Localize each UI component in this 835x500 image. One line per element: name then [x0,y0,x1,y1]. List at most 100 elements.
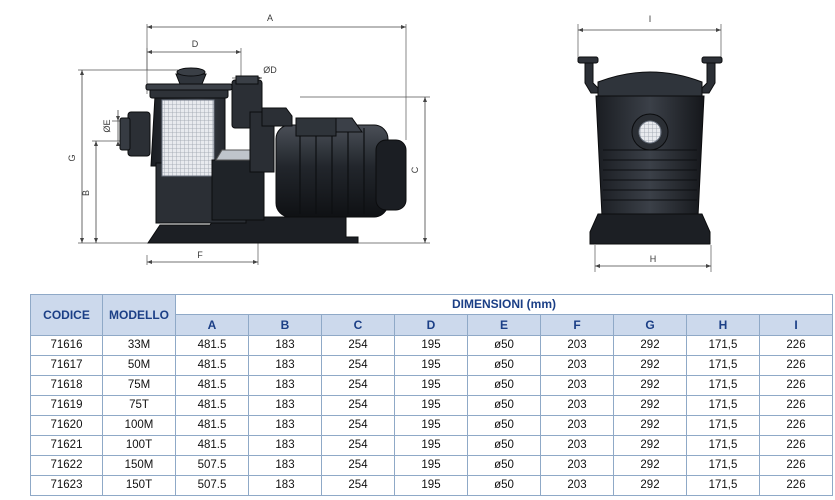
cell-dim-f: 203 [540,355,614,376]
cell-dim-g: 292 [613,475,687,496]
cell-dim-i: 226 [759,415,833,436]
cell-codice: 71618 [30,375,103,396]
cell-modello: 100T [102,435,176,456]
cell-dim-c: 254 [321,435,395,456]
dim-label-h: H [650,254,657,264]
cell-dim-b: 183 [248,335,322,356]
cell-dim-d: 195 [394,375,468,396]
dim-label-g: G [67,154,77,161]
cell-modello: 150M [102,455,176,476]
cell-dim-b: 183 [248,375,322,396]
cell-dim-c: 254 [321,375,395,396]
cell-dim-c: 254 [321,335,395,356]
cell-dim-i: 226 [759,455,833,476]
cell-dim-g: 292 [613,455,687,476]
cell-codice: 71617 [30,355,103,376]
cell-dim-a: 481.5 [175,335,249,356]
cell-codice: 71616 [30,335,103,356]
cell-modello: 100M [102,415,176,436]
dim-label-f: F [197,250,203,260]
cell-dim-a: 507.5 [175,475,249,496]
header-modello: MODELLO [102,294,176,336]
cell-dim-h: 171,5 [686,415,760,436]
cell-codice: 71622 [30,455,103,476]
header-dim-h: H [686,314,760,336]
cell-dim-f: 203 [540,415,614,436]
dim-label-i: I [649,14,652,24]
front-view-dimension-lines [577,24,722,272]
cell-modello: 50M [102,355,176,376]
header-dim-a: A [175,314,249,336]
pump-side-body [119,67,407,244]
cell-dim-b: 183 [248,435,322,456]
cell-dim-i: 226 [759,355,833,376]
cell-dim-h: 171,5 [686,475,760,496]
cell-dim-e: ø50 [467,455,541,476]
cell-codice: 71619 [30,395,103,416]
header-dim-f: F [540,314,614,336]
cell-dim-e: ø50 [467,395,541,416]
cell-dim-d: 195 [394,335,468,356]
header-dim-d: D [394,314,468,336]
cell-dim-i: 226 [759,375,833,396]
cell-dim-a: 481.5 [175,355,249,376]
header-codice: CODICE [30,294,103,336]
cell-codice: 71623 [30,475,103,496]
cell-modello: 75T [102,395,176,416]
cell-dim-c: 254 [321,355,395,376]
cell-dim-f: 203 [540,435,614,456]
dim-label-b: B [81,190,91,196]
cell-dim-f: 203 [540,455,614,476]
cell-dim-f: 203 [540,395,614,416]
cell-dim-e: ø50 [467,355,541,376]
dim-label-c: C [410,166,420,173]
cell-modello: 150T [102,475,176,496]
pump-front-body [577,56,723,245]
cell-dim-i: 226 [759,335,833,356]
cell-dim-g: 292 [613,415,687,436]
cell-codice: 71620 [30,415,103,436]
cell-dim-d: 195 [394,415,468,436]
cell-dim-d: 195 [394,475,468,496]
cell-dim-g: 292 [613,395,687,416]
cell-dim-c: 254 [321,455,395,476]
cell-dim-h: 171,5 [686,355,760,376]
cell-dim-a: 481.5 [175,395,249,416]
cell-dim-e: ø50 [467,335,541,356]
dimension-lines [80,25,427,264]
dim-label-a: A [267,13,273,23]
cell-dim-e: ø50 [467,415,541,436]
header-dim-g: G [613,314,687,336]
cell-dim-a: 481.5 [175,375,249,396]
cell-dim-i: 226 [759,435,833,456]
cell-dim-h: 171,5 [686,455,760,476]
cell-dim-i: 226 [759,395,833,416]
cell-dim-d: 195 [394,455,468,476]
header-dim-i: I [759,314,833,336]
header-dim-b: B [248,314,322,336]
cell-dim-a: 507.5 [175,455,249,476]
header-dim-e: E [467,314,541,336]
cell-dim-e: ø50 [467,475,541,496]
cell-dim-b: 183 [248,415,322,436]
cell-dim-e: ø50 [467,375,541,396]
cell-dim-g: 292 [613,435,687,456]
cell-dim-c: 254 [321,415,395,436]
cell-codice: 71621 [30,435,103,456]
cell-modello: 75M [102,375,176,396]
cell-dim-b: 183 [248,475,322,496]
dim-label-phi-e: ØE [102,119,112,132]
dim-label-phi-d: ØD [263,65,277,75]
cell-dim-b: 183 [248,395,322,416]
cell-dim-i: 226 [759,475,833,496]
cell-dim-c: 254 [321,395,395,416]
